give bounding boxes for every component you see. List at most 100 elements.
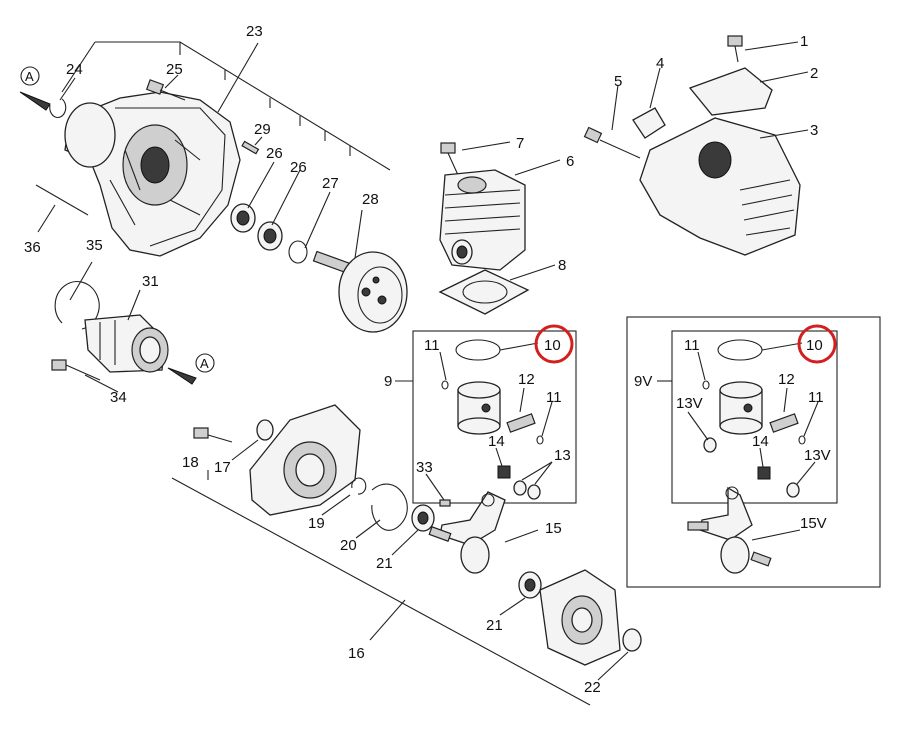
clutch-housing-group <box>19 41 408 385</box>
callout-21b: 21 <box>486 617 503 634</box>
circlip-11b <box>536 435 544 445</box>
circlip-11vb <box>798 435 806 445</box>
ring-19 <box>351 477 367 495</box>
callout-8: 8 <box>558 257 566 274</box>
needle-bearing-14v <box>757 466 771 480</box>
bearing-21b <box>518 571 542 599</box>
clutch-housing <box>64 91 241 257</box>
callout-3: 3 <box>810 122 818 139</box>
washer-13va <box>703 437 717 453</box>
highlight-circle-left <box>534 324 574 364</box>
gasket-8 <box>438 269 530 315</box>
callout-36: 36 <box>24 239 41 256</box>
washer-13vb <box>786 482 800 498</box>
crankshaft-15 <box>428 491 506 574</box>
callout-13va: 13V <box>676 395 703 412</box>
callout-2: 2 <box>810 65 818 82</box>
callout-28: 28 <box>362 191 379 208</box>
callout-25: 25 <box>166 61 183 78</box>
callout-31: 31 <box>142 273 159 290</box>
callout-1: 1 <box>800 33 808 50</box>
callout-12: 12 <box>518 371 535 388</box>
callout-9v: 9V <box>634 373 652 390</box>
callout-15v: 15V <box>800 515 827 532</box>
connector-mark-a-upper: A <box>25 69 34 84</box>
callout-11va: 11 <box>684 337 700 354</box>
callout-27: 27 <box>322 175 339 192</box>
cover-3 <box>639 117 801 256</box>
crankshaft-15v <box>687 486 772 574</box>
bearing-26a <box>230 203 256 233</box>
circlip-11a <box>441 380 449 390</box>
clamp-31 <box>84 314 169 373</box>
callout-13: 13 <box>554 447 571 464</box>
highlight-circle-right <box>797 324 837 364</box>
cylinder-6 <box>439 169 526 271</box>
bolt-34 <box>51 359 101 381</box>
leader-lines <box>37 41 819 681</box>
callout-11vb: 11 <box>808 389 824 406</box>
bolt-7 <box>440 142 459 176</box>
seal-17 <box>256 419 274 441</box>
piston <box>457 381 501 435</box>
callout-24: 24 <box>66 61 83 78</box>
pin-29 <box>241 140 260 155</box>
piston-group <box>395 330 577 574</box>
cap-2 <box>688 67 773 116</box>
bolt-18 <box>193 427 233 443</box>
piston-v <box>719 381 763 435</box>
callout-29: 29 <box>254 121 271 138</box>
callout-7: 7 <box>516 135 524 152</box>
callout-5: 5 <box>614 73 622 90</box>
callout-11b: 11 <box>546 389 562 406</box>
callout-9: 9 <box>384 373 392 390</box>
bearing-21a <box>411 504 435 532</box>
callout-33: 33 <box>416 459 433 476</box>
callout-18: 18 <box>182 454 199 471</box>
snap-ring-27 <box>288 240 308 264</box>
callout-12v: 12 <box>778 371 795 388</box>
callout-20: 20 <box>340 537 357 554</box>
key-33 <box>439 499 451 507</box>
callout-26a: 26 <box>266 145 283 162</box>
plate-4 <box>632 107 666 139</box>
bolt-5 <box>583 126 641 159</box>
bearing-26b <box>257 221 283 251</box>
connector-marks: A A <box>20 66 215 373</box>
callout-16: 16 <box>348 645 365 662</box>
washer-13a <box>513 480 527 496</box>
variant-box <box>626 316 881 588</box>
callout-6: 6 <box>566 153 574 170</box>
crankcase-half-rear <box>539 569 621 666</box>
callout-14v: 14 <box>752 433 769 450</box>
gasket-20 <box>371 483 408 531</box>
callout-26b: 26 <box>290 159 307 176</box>
arrow-a-upper <box>19 91 51 111</box>
callout-22: 22 <box>584 679 601 696</box>
tie-strap-36 <box>35 184 89 216</box>
circlip-11va <box>702 380 710 390</box>
callout-10v: 10 <box>806 337 823 354</box>
callout-13vb: 13V <box>804 447 831 464</box>
callout-23: 23 <box>246 23 263 40</box>
callout-35: 35 <box>86 237 103 254</box>
callout-17: 17 <box>214 459 231 476</box>
bolt-25 <box>145 79 186 101</box>
needle-bearing-14 <box>497 465 511 479</box>
callout-11a: 11 <box>424 337 440 354</box>
callout-34: 34 <box>110 389 127 406</box>
piston-ring-10 <box>455 339 501 361</box>
arrow-a-lower <box>167 367 197 385</box>
callout-14: 14 <box>488 433 505 450</box>
piston-ring-10v <box>717 339 763 361</box>
circlip-24 <box>49 98 67 119</box>
piston-pin-12 <box>506 413 536 433</box>
callout-labels: 1 2 3 4 5 6 7 8 9 10 11 11 12 13 14 15 1… <box>24 23 831 696</box>
seal-22 <box>622 628 642 652</box>
cylinder-group <box>438 35 801 315</box>
callout-19: 19 <box>308 515 325 532</box>
crankcase-group <box>171 404 642 706</box>
callout-21a: 21 <box>376 555 393 572</box>
clutch-drum-28 <box>312 250 408 333</box>
